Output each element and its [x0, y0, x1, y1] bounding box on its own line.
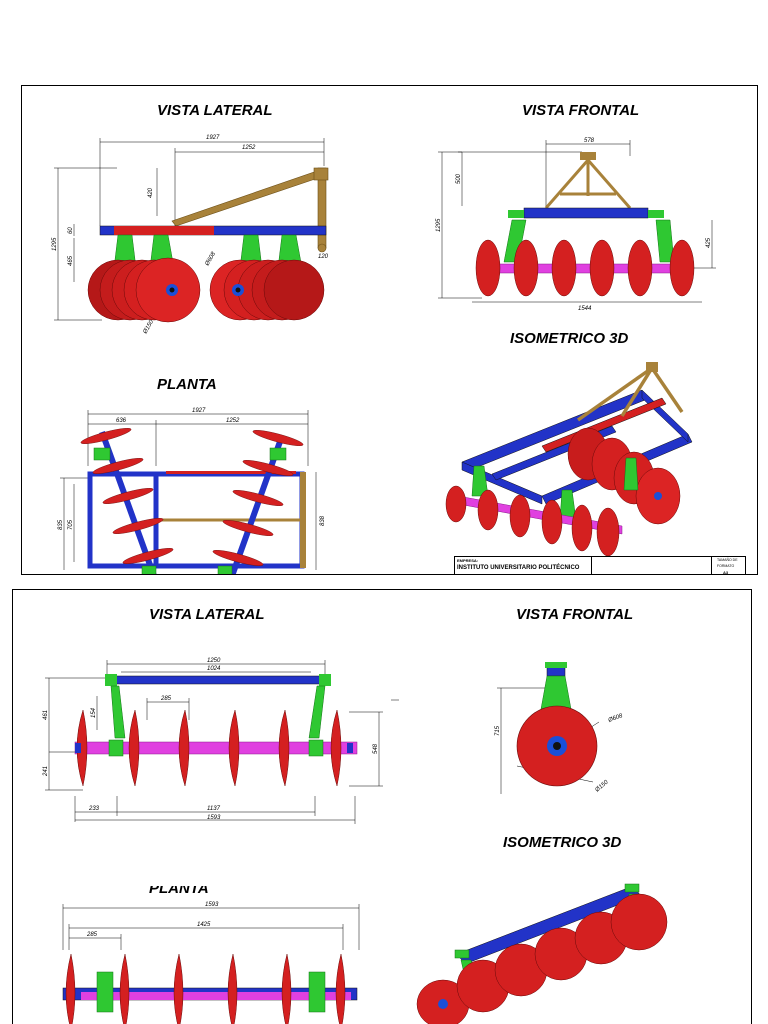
sheet1-title-frontal: VISTA FRONTAL [522, 102, 640, 119]
dim-lat-1927: 1927 [206, 135, 220, 141]
dim-fr-425: 425 [706, 237, 712, 248]
sheet2-title-lateral: VISTA LATERAL [149, 606, 265, 623]
dim2-pl-285: 285 [86, 932, 98, 938]
dim-fr-578: 578 [584, 138, 595, 144]
sheet1-frontal-view: 578 500 1295 425 1544 [436, 138, 716, 312]
dim2-lat-1137: 1137 [207, 806, 221, 812]
dim2-lat-1593: 1593 [207, 815, 221, 821]
sheet2-title-frontal: VISTA FRONTAL [516, 606, 634, 623]
sheet2-title-iso: ISOMETRICO 3D [503, 834, 622, 851]
drawing-sheet-1: VISTA LATERAL VISTA FRONTAL ISOMETRICO 3… [21, 85, 758, 575]
dim2-lat-1250: 1250 [207, 658, 221, 664]
dim2-fr-608: Ø608 [607, 713, 624, 724]
dim-pl-636: 636 [116, 418, 127, 424]
title-block-right2: FORMATO [717, 564, 735, 568]
dim2-lat-1024: 1024 [207, 666, 221, 672]
dim2-pl-1425: 1425 [197, 922, 211, 928]
dim-lat-60: 60 [68, 227, 74, 234]
dim-pl-705: 705 [68, 519, 74, 530]
dim-pl-1927: 1927 [192, 408, 206, 414]
sheet1-iso-view [445, 362, 693, 557]
title-block-label: EMPRESA: [457, 558, 479, 563]
dim-pl-838: 838 [320, 515, 326, 526]
sheet2-lateral-view: 1250 1024 285 461 154 241 548 233 1137 1… [43, 658, 399, 824]
dim2-pl-1593: 1593 [205, 902, 219, 908]
sheet2-iso-view [416, 883, 668, 1024]
dim2-lat-233: 233 [88, 806, 100, 812]
title-block-right3: A3 [723, 570, 729, 575]
dim-lat-120: 120 [318, 254, 329, 260]
dim-fr-1544: 1544 [578, 306, 592, 312]
dim-lat-465: 465 [68, 255, 74, 266]
sheet2-frontal-view: 715 Ø608 Ø150 [495, 662, 624, 794]
dim2-lat-241: 241 [43, 766, 49, 777]
title-block-company: INSTITUTO UNIVERSITARIO POLITÉCNICO [457, 565, 580, 571]
sheet1-planta-view: 1927 636 1252 835 705 838 [58, 408, 326, 574]
dim-lat-420: 420 [148, 187, 154, 198]
dim2-lat-461: 461 [43, 710, 49, 720]
title-block-right1: TAMAÑO DE [717, 558, 738, 562]
dim2-lat-154: 154 [91, 707, 97, 718]
drawing-sheet-2: VISTA LATERAL VISTA FRONTAL ISOMETRICO 3… [12, 589, 752, 1024]
sheet2-planta-view: 1593 1425 285 [62, 902, 360, 1024]
dim-lat-1252: 1252 [242, 145, 256, 151]
title-block: EMPRESA: INSTITUTO UNIVERSITARIO POLITÉC… [454, 556, 746, 575]
dim-lat-1295: 1295 [52, 237, 58, 251]
dim2-lat-548: 548 [373, 743, 379, 754]
sheet1-title-iso: ISOMETRICO 3D [510, 330, 629, 347]
dim2-fr-715: 715 [495, 725, 501, 736]
dim-pl-835: 835 [58, 519, 64, 530]
sheet1-title-lateral: VISTA LATERAL [157, 102, 273, 119]
sheet2-title-planta: PLANTA [149, 880, 209, 897]
sheet1-lateral-view: 1927 1252 420 1295 60 465 Ø608 Ø150 120 [52, 135, 329, 336]
dim-fr-500: 500 [456, 173, 462, 184]
sheet1-title-planta: PLANTA [157, 376, 217, 393]
dim2-lat-285: 285 [160, 696, 172, 702]
sheet-divider [0, 576, 768, 588]
dim-pl-1252: 1252 [226, 418, 240, 424]
dim-fr-1295: 1295 [436, 218, 442, 232]
